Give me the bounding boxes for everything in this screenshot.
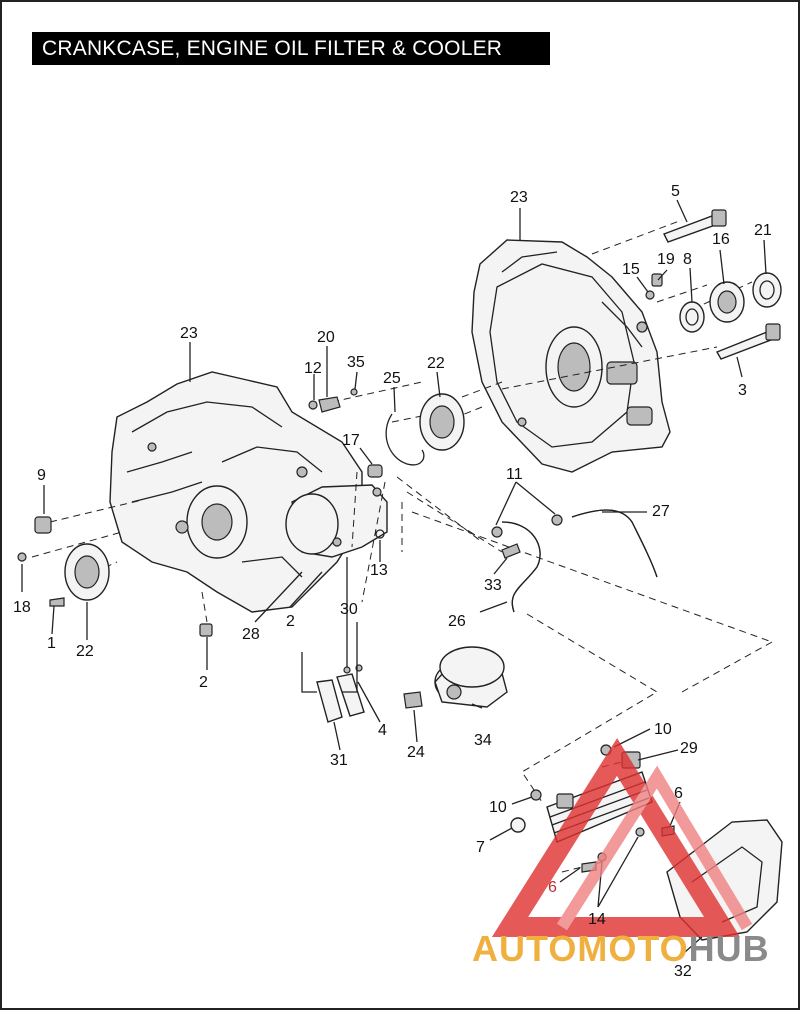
left-crankcase-half	[109, 371, 363, 613]
oil-pump-housing	[285, 484, 388, 558]
callout-10: 10	[654, 721, 672, 738]
callout-34: 34	[474, 732, 492, 749]
callout-7: 7	[476, 839, 485, 856]
callout-17: 17	[342, 432, 360, 449]
callout-22: 22	[76, 643, 94, 660]
callout-23: 23	[510, 189, 528, 206]
callout-32: 32	[674, 963, 692, 980]
callout-28: 28	[242, 626, 260, 643]
assembly-lines	[31, 219, 773, 873]
callout-8: 8	[683, 251, 692, 268]
watermark-brand-part-a: AUTOMOTO	[472, 928, 689, 969]
diagram-title: CRANKCASE, ENGINE OIL FILTER & COOLER	[32, 32, 550, 65]
callout-15: 15	[622, 261, 640, 278]
callout-27: 27	[652, 503, 670, 520]
callout-21: 21	[754, 222, 772, 239]
callout-18: 18	[13, 599, 31, 616]
small-parts	[17, 209, 782, 723]
callout-23: 23	[180, 325, 198, 342]
callout-6: 6	[548, 879, 557, 896]
callout-2: 2	[199, 674, 208, 691]
callout-11: 11	[506, 466, 523, 483]
callout-5: 5	[671, 183, 680, 200]
watermark-brand-text: AUTOMOTOHUB	[472, 928, 770, 970]
callout-4: 4	[378, 722, 387, 739]
callout-labels: 23 5 21 16 8 19 15 3 23 20 12 35 25 22 1…	[13, 183, 772, 980]
callout-29: 29	[680, 740, 698, 757]
callout-3: 3	[738, 382, 747, 399]
callout-24: 24	[407, 744, 425, 761]
callout-35: 35	[347, 354, 365, 371]
right-crankcase-half	[471, 239, 671, 473]
callout-25: 25	[383, 370, 401, 387]
watermark-brand-part-b: HUB	[688, 928, 770, 969]
callout-16: 16	[712, 231, 730, 248]
callout-22: 22	[427, 355, 445, 372]
callout-19: 19	[657, 251, 675, 268]
callout-9: 9	[37, 467, 46, 484]
leader-lines	[21, 199, 767, 953]
watermark-logo	[491, 738, 753, 937]
callout-30: 30	[340, 601, 358, 618]
callout-13: 13	[370, 562, 388, 579]
callout-26: 26	[448, 613, 466, 630]
callout-6: 6	[674, 785, 683, 802]
callout-14: 14	[588, 911, 606, 928]
callout-2: 2	[286, 613, 295, 630]
callout-10: 10	[489, 799, 507, 816]
callout-33: 33	[484, 577, 502, 594]
callout-12: 12	[304, 360, 322, 377]
callout-1: 1	[47, 635, 56, 652]
callout-31: 31	[330, 752, 348, 769]
callout-20: 20	[317, 329, 335, 346]
